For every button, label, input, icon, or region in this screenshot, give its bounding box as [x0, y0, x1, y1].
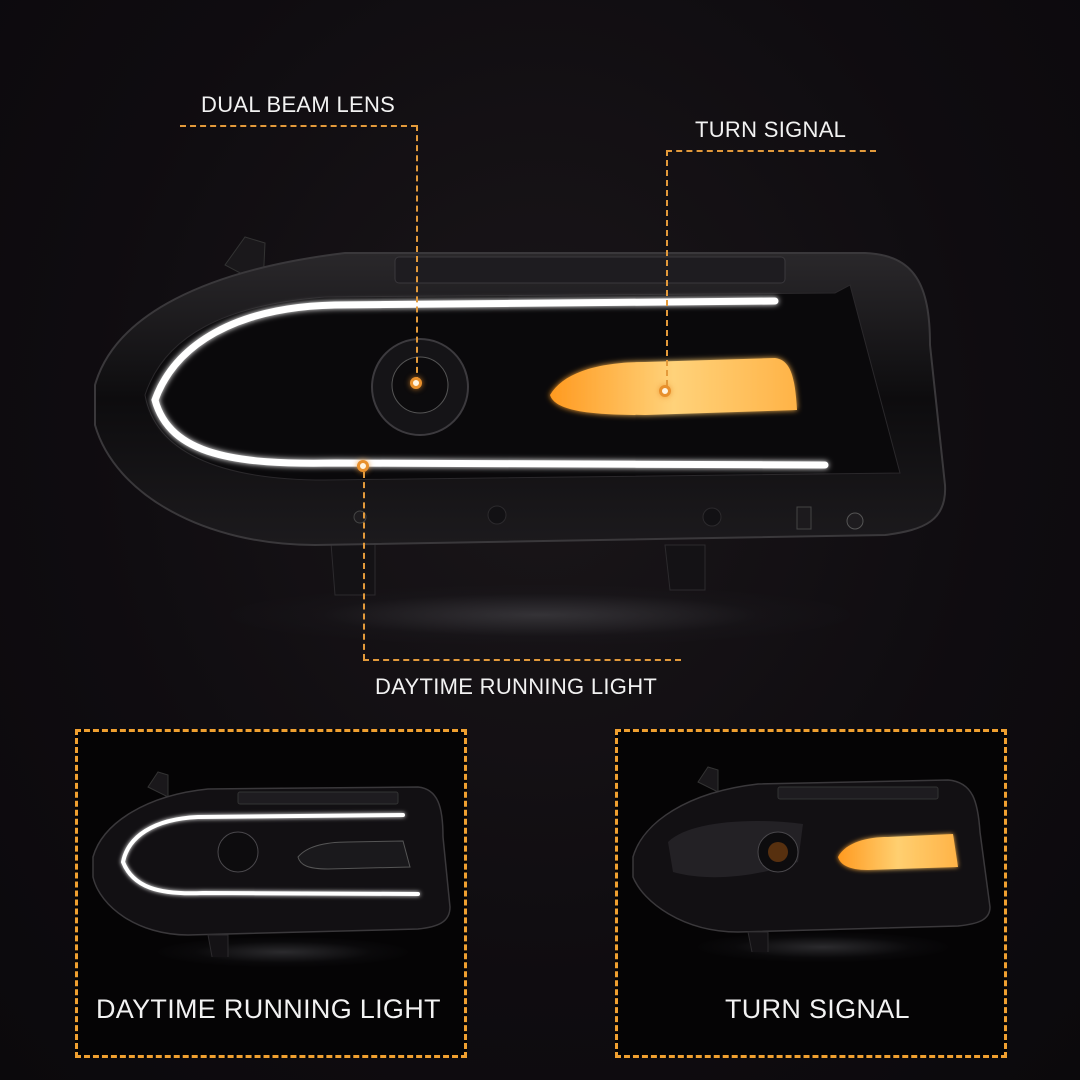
callout-line-turn-signal-vertical	[666, 150, 668, 386]
panel-daytime-running-light: DAYTIME RUNNING LIGHT	[75, 729, 467, 1058]
callout-line-dual-beam-lens-horizontal	[180, 125, 417, 127]
callout-line-drl-horizontal	[363, 659, 681, 661]
panel-caption-daytime-running-light: DAYTIME RUNNING LIGHT	[96, 994, 441, 1024]
panel-caption-turn-signal: TURN SIGNAL	[725, 994, 910, 1024]
headlamp-main-image	[94, 236, 947, 596]
callout-line-dual-beam-lens-vertical	[416, 125, 418, 383]
callout-label-daytime-running-light: DAYTIME RUNNING LIGHT	[375, 674, 658, 699]
headlamp-turn-signal-image	[632, 766, 991, 952]
headlamp-drl-image	[92, 771, 451, 957]
panel-turn-signal: TURN SIGNAL	[615, 729, 1007, 1058]
callout-dot-turn-signal	[659, 385, 671, 397]
callout-label-dual-beam-lens: DUAL BEAM LENS	[201, 92, 396, 117]
callout-line-drl-vertical	[363, 472, 365, 660]
callout-dot-dual-beam-lens	[410, 377, 422, 389]
reflection-glow	[230, 585, 850, 645]
callout-line-turn-signal-horizontal	[666, 150, 876, 152]
callout-label-turn-signal: TURN SIGNAL	[695, 117, 847, 142]
callout-dot-daytime-running-light	[357, 460, 369, 472]
panel-reflection-glow	[698, 932, 948, 962]
panel-reflection-glow	[158, 937, 408, 967]
